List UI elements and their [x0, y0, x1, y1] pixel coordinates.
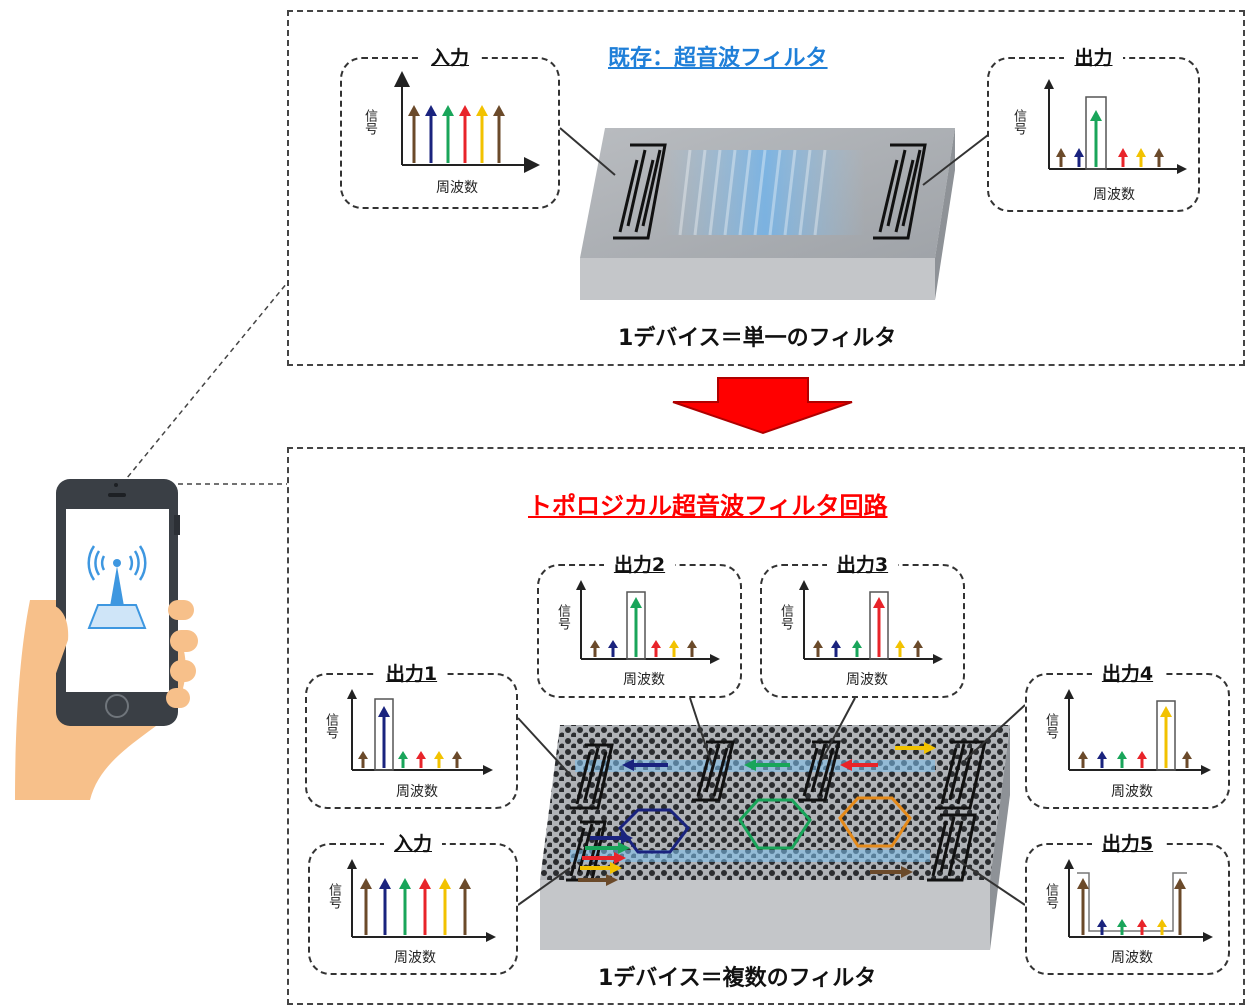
signal-axis-label: 信号: [1011, 109, 1026, 135]
existing-caption: 1デバイス＝単一のフィルタ: [618, 326, 897, 351]
bottom-input-panel: 入力 信号 周波数: [308, 833, 518, 975]
output4-label: 出力4: [1091, 663, 1164, 685]
frequency-axis-label: 周波数: [1111, 950, 1153, 966]
output2-panel: 出力2 信号 周波数: [537, 554, 742, 698]
output1-label: 出力1: [375, 663, 448, 685]
top-input-spectrum: [394, 71, 540, 173]
topological-filter-title: トポロジカル超音波フィルタ回路: [528, 492, 888, 520]
frequency-axis-label: 周波数: [1111, 784, 1153, 800]
frequency-axis-label: 周波数: [396, 784, 438, 800]
top-input-panel: 入力 信号 周波数: [340, 47, 560, 209]
signal-axis-label: 信号: [323, 713, 338, 739]
signal-axis-label: 信号: [1043, 713, 1058, 739]
signal-axis-label: 信号: [1043, 883, 1058, 909]
output4-spectrum: [1064, 689, 1211, 775]
frequency-axis-label: 周波数: [394, 950, 436, 966]
output5-panel: 出力5 信号 周波数: [1025, 833, 1230, 975]
frequency-axis-label: 周波数: [846, 672, 888, 688]
output2-spectrum: [576, 580, 720, 664]
output3-label: 出力3: [826, 554, 899, 576]
output3-spectrum: [799, 580, 943, 664]
output5-spectrum: [1064, 859, 1213, 942]
top-input-label: 入力: [420, 47, 479, 69]
output4-panel: 出力4 信号 周波数: [1025, 663, 1230, 809]
output5-label: 出力5: [1091, 833, 1164, 855]
top-output-panel: 出力 信号 周波数: [987, 47, 1200, 212]
topological-caption: 1デバイス＝複数のフィルタ: [598, 966, 877, 991]
existing-filter-title: 既存：超音波フィルタ: [608, 46, 828, 71]
bottom-input-label: 入力: [383, 833, 442, 855]
existing-filter-frame: [287, 10, 1245, 366]
output1-panel: 出力1 信号 周波数: [305, 663, 518, 809]
top-output-label: 出力: [1064, 47, 1123, 69]
frequency-axis-label: 周波数: [436, 180, 478, 196]
wireless-signal-icon: [87, 545, 147, 581]
top-output-spectrum: [1044, 79, 1187, 174]
frequency-axis-label: 周波数: [1093, 187, 1135, 203]
signal-axis-label: 信号: [362, 109, 377, 135]
bottom-input-spectrum: [347, 859, 496, 942]
frequency-axis-label: 周波数: [623, 672, 665, 688]
output2-label: 出力2: [603, 554, 676, 576]
signal-axis-label: 信号: [326, 883, 341, 909]
output3-panel: 出力3 信号 周波数: [760, 554, 965, 698]
topological-filter-frame: [287, 447, 1245, 1005]
output1-spectrum: [347, 689, 493, 775]
signal-axis-label: 信号: [555, 604, 570, 630]
signal-axis-label: 信号: [778, 604, 793, 630]
